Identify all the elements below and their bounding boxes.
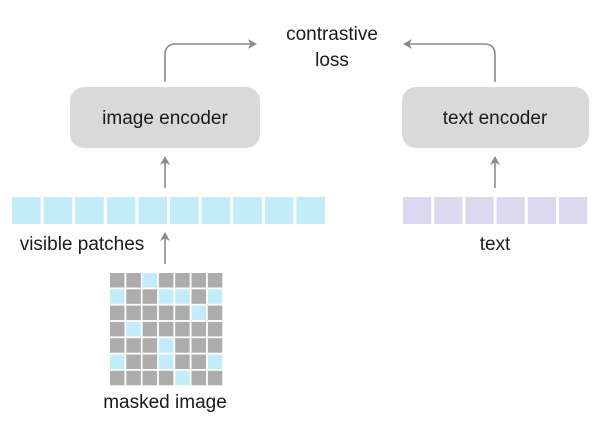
masked-image-patch: [175, 354, 190, 369]
contrastive-loss-label-line2: loss: [315, 50, 349, 71]
visible-patch-token: [75, 197, 104, 224]
masked-image-patch: [142, 338, 158, 353]
masked-image-patch: [191, 370, 206, 386]
visible-patches-label: visible patches: [20, 234, 145, 255]
visible-image-patch: [158, 354, 174, 369]
visible-image-patch: [142, 273, 158, 288]
text-token: [559, 197, 588, 224]
masked-image-patch: [126, 338, 141, 353]
masked-image-patch: [126, 370, 141, 386]
image-encoder-to-loss-arrow: [164, 39, 257, 82]
visible-patch-token: [264, 197, 294, 224]
visible-patch-token: [233, 197, 262, 224]
masked-image-patch: [175, 338, 190, 353]
masked-image-patch: [207, 338, 223, 353]
masked-image-patch: [142, 305, 158, 321]
masked-image-patch: [142, 370, 158, 386]
masked-image-patch: [191, 354, 206, 369]
masked-image-patch: [110, 273, 125, 288]
visible-patch-token: [138, 197, 167, 224]
visible-image-patch: [126, 321, 141, 337]
visible-image-patch: [191, 305, 206, 321]
visible-image-patch: [110, 289, 125, 304]
masked-image-patch: [126, 305, 141, 321]
visible-patch-token: [201, 197, 231, 224]
masked-image-patch: [207, 321, 223, 337]
text-token: [434, 197, 463, 224]
masked-image-patch: [110, 305, 125, 321]
masked-image-patch: [110, 370, 125, 386]
visible-patch-token: [296, 197, 325, 224]
masked-image-patch: [110, 338, 125, 353]
masked-image-patch: [207, 370, 223, 386]
text-encoder-to-loss-arrow: [403, 39, 496, 82]
text-token: [527, 197, 556, 224]
visible-image-patch: [158, 289, 174, 304]
visible-patch-token: [43, 197, 73, 224]
visible-image-patch: [207, 354, 223, 369]
text-token-row: [403, 197, 588, 224]
visible-patch-token: [12, 197, 41, 224]
visible-patch-token: [170, 197, 199, 224]
masked-image-patch: [207, 273, 223, 288]
visible-patches-row: [12, 197, 325, 224]
text-label: text: [480, 234, 511, 255]
masked-image-patch: [191, 273, 206, 288]
visible-image-patch: [175, 289, 190, 304]
masked-image-grid: [110, 273, 223, 386]
visible-patch-token: [106, 197, 136, 224]
masked-image-patch: [142, 289, 158, 304]
image-encoder-box: [70, 87, 260, 148]
visible-image-patch: [207, 289, 223, 304]
masked-image-patch: [191, 321, 206, 337]
masked-image-patch: [142, 321, 158, 337]
masked-image-patch: [175, 273, 190, 288]
text-encoder-label: text encoder: [443, 108, 548, 129]
masked-image-patch: [126, 289, 141, 304]
masked-image-patch: [207, 305, 223, 321]
masked-image-patch: [110, 321, 125, 337]
masked-image-label: masked image: [103, 392, 227, 413]
masked-image-patch: [158, 305, 174, 321]
text-encoder-box: [402, 87, 589, 148]
text-token: [496, 197, 525, 224]
masked-image-patch: [158, 273, 174, 288]
masked-image-patch: [191, 338, 206, 353]
text-token: [403, 197, 432, 224]
masked-image-patch: [175, 305, 190, 321]
image-encoder-label: image encoder: [102, 108, 228, 129]
masked-image-patch: [175, 321, 190, 337]
visible-image-patch: [158, 338, 174, 353]
visible-image-patch: [110, 354, 125, 369]
masked-image-patch: [142, 354, 158, 369]
masked-image-patch: [191, 289, 206, 304]
masked-image-patch: [126, 273, 141, 288]
masked-image-patch: [126, 354, 141, 369]
masked-image-patch: [158, 370, 174, 386]
contrastive-loss-label-line1: contrastive: [286, 24, 378, 45]
text-token: [465, 197, 494, 224]
masked-image-patch: [158, 321, 174, 337]
visible-image-patch: [175, 370, 190, 386]
